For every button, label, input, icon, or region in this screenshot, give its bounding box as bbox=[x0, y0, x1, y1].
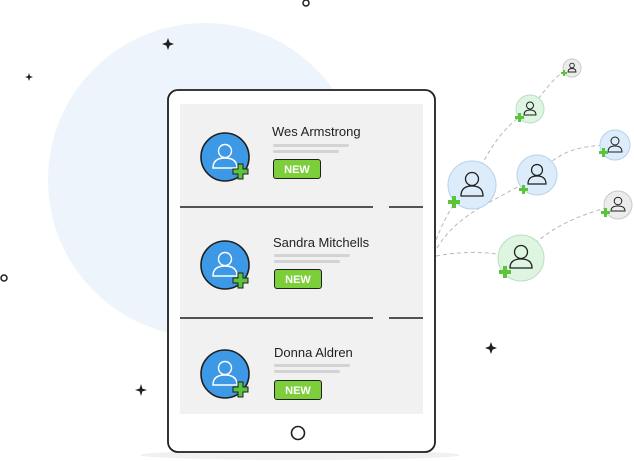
add-plus-icon bbox=[561, 70, 567, 76]
contact-name: Wes Armstrong bbox=[272, 124, 361, 139]
add-plus-icon bbox=[232, 272, 249, 289]
add-plus-icon bbox=[448, 196, 460, 208]
decor-dot bbox=[0, 274, 8, 282]
decor-dot bbox=[302, 0, 310, 7]
placeholder-line bbox=[274, 364, 350, 367]
user-icon bbox=[200, 240, 250, 290]
network-node bbox=[599, 129, 631, 161]
network-node bbox=[561, 58, 582, 78]
new-badge-button[interactable]: NEW bbox=[274, 269, 322, 289]
sparkle-icon bbox=[135, 384, 147, 396]
sparkle-icon bbox=[25, 73, 33, 81]
placeholder-line bbox=[273, 144, 349, 147]
placeholder-line bbox=[274, 254, 350, 257]
add-plus-icon bbox=[601, 208, 610, 217]
network-node bbox=[515, 94, 545, 124]
add-plus-icon bbox=[499, 266, 511, 278]
add-plus-icon bbox=[599, 148, 608, 157]
contact-name: Sandra Mitchells bbox=[273, 235, 370, 250]
home-button-icon[interactable] bbox=[290, 425, 306, 441]
placeholder-line bbox=[274, 370, 340, 373]
placeholder-line bbox=[273, 150, 339, 153]
network-node bbox=[516, 154, 558, 196]
add-plus-icon bbox=[519, 185, 528, 194]
network-node bbox=[497, 234, 545, 282]
contact-name: Donna Aldren bbox=[274, 345, 353, 360]
contact-card[interactable] bbox=[200, 132, 349, 182]
sparkle-icon bbox=[485, 342, 497, 354]
contact-card[interactable] bbox=[200, 349, 350, 399]
contact-card[interactable] bbox=[200, 240, 350, 290]
user-icon bbox=[200, 349, 250, 399]
add-plus-icon bbox=[515, 113, 524, 122]
placeholder-line bbox=[274, 260, 340, 263]
new-badge-button[interactable]: NEW bbox=[273, 159, 321, 179]
new-badge-button[interactable]: NEW bbox=[274, 380, 322, 400]
sparkle-icon bbox=[162, 38, 174, 50]
add-plus-icon bbox=[232, 381, 249, 398]
network-node bbox=[447, 160, 497, 210]
network-node bbox=[601, 190, 633, 220]
add-plus-icon bbox=[232, 163, 249, 180]
